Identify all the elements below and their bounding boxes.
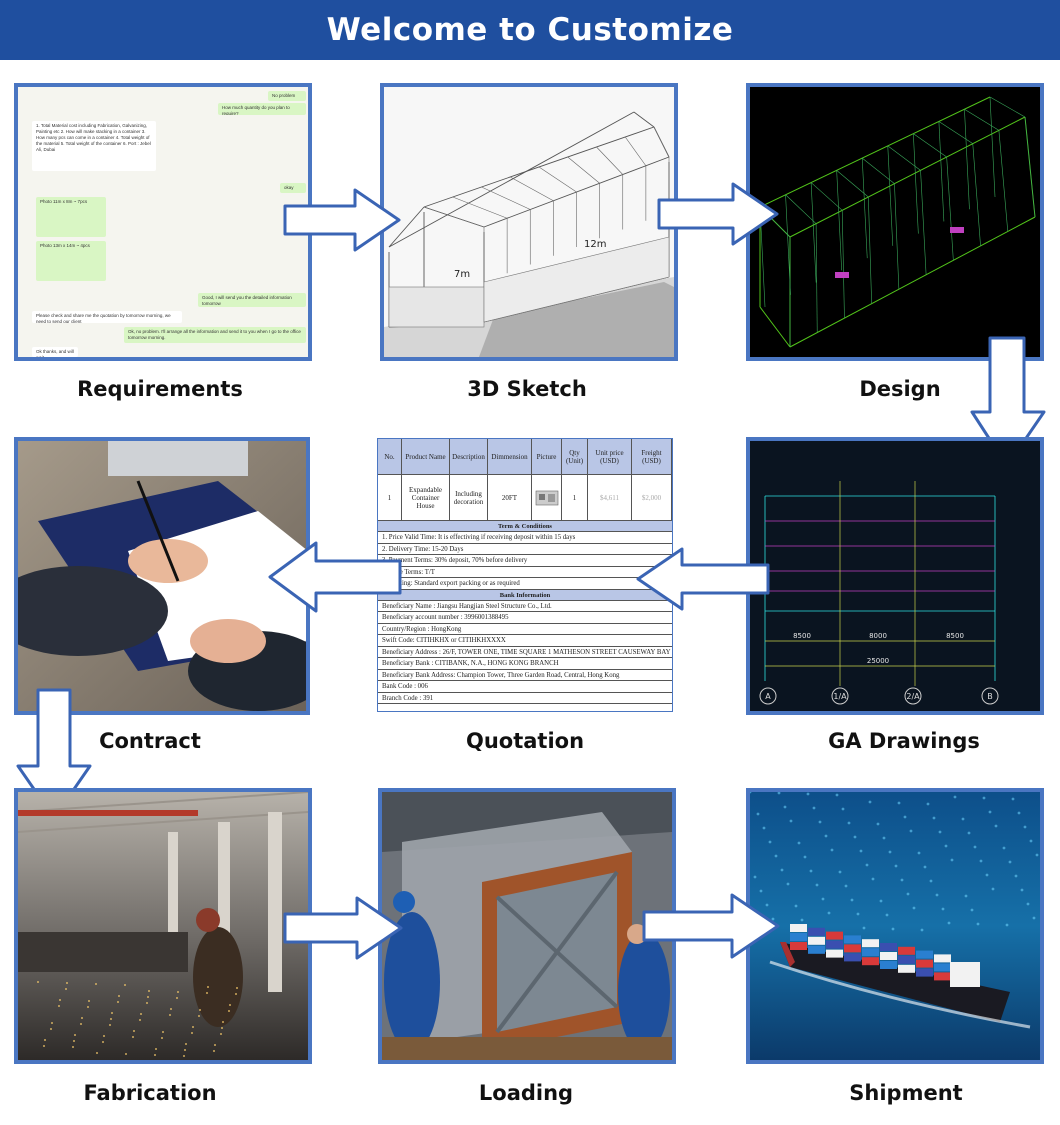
sketch-drawing: 12m 7m [384, 87, 674, 357]
step-label-design: Design [859, 377, 941, 401]
ga-axis-label: 2/A [906, 692, 920, 701]
bank-section-title: Bank Information [378, 589, 672, 601]
step-label-3d-sketch: 3D Sketch [467, 377, 587, 401]
chat-message: Ok, no problem. I'll arrange all the inf… [124, 327, 306, 343]
col-no: No. [378, 439, 402, 475]
quotation-table: No. Product Name Description Dimmension … [377, 438, 673, 712]
col-description: Description [450, 439, 488, 475]
requirements-image: No problem How much quantity do you plan… [14, 83, 312, 361]
sketch-width-label: 7m [454, 269, 470, 280]
ga-axis-label: 1/A [833, 692, 847, 701]
arrow-left-icon [636, 547, 770, 611]
bank-line: Beneficiary Name : Jiangsu Hangjian Stee… [378, 601, 672, 612]
arrow-right-icon [657, 182, 779, 246]
terms-line: 1. Price Valid Time: It is effectiving i… [378, 532, 672, 544]
bank-line: Branch Code : 391 [378, 693, 672, 704]
ga-dim-label: 8500 [946, 632, 964, 640]
chat-message: How much quantity do you plan to require… [218, 103, 306, 115]
container-house-thumbnail [535, 490, 558, 505]
terms-section-title: Term & Conditions [378, 521, 672, 532]
ga-drawings-image: A 1/A 2/A B 8500 8000 8500 25000 [746, 437, 1044, 715]
ga-axis-label: A [765, 692, 771, 701]
chat-message: Please check and share me the quotation … [32, 311, 182, 323]
chat-screenshot: No problem How much quantity do you plan… [18, 87, 308, 357]
cell-dimmension: 20FT [488, 475, 532, 521]
page-header: Welcome to Customize [0, 0, 1060, 60]
quotation-header-row: No. Product Name Description Dimmension … [378, 439, 672, 475]
ga-dim-label: 8000 [869, 632, 887, 640]
contract-photo [18, 441, 306, 711]
chat-message: No problem [268, 91, 306, 101]
ga-drawing: A 1/A 2/A B 8500 8000 8500 25000 [750, 441, 1040, 711]
fabrication-image [14, 788, 312, 1064]
sketch-length-label: 12m [584, 239, 606, 250]
cell-unit-price: $4,611 [588, 475, 632, 521]
3d-sketch-image: 12m 7m [380, 83, 678, 361]
terms-line: 3. Payment Terms: 30% deposit, 70% befor… [378, 555, 672, 567]
col-dimmension: Dimmension [488, 439, 532, 475]
bank-line: Beneficiary Address : 26/F, TOWER ONE, T… [378, 647, 672, 658]
col-product: Product Name [402, 439, 450, 475]
terms-list: 1. Price Valid Time: It is effectiving i… [378, 532, 672, 590]
cell-picture [532, 475, 562, 521]
loading-photo [382, 792, 672, 1060]
bank-line: Swift Code: CITIHKHX or CITIHKHXXXX [378, 635, 672, 647]
arrow-right-icon [283, 188, 401, 252]
col-picture: Picture [532, 439, 562, 475]
chat-message: Photo 11m x 8m ~ 7pcs [36, 197, 106, 237]
bank-line: Beneficiary Bank : CITIBANK, N.A., HONG … [378, 658, 672, 670]
terms-line: 4. Price Terms: T/T [378, 567, 672, 578]
col-unit-price: Unit price (USD) [588, 439, 632, 475]
cell-no: 1 [378, 475, 402, 521]
step-label-ga-drawings: GA Drawings [828, 729, 980, 753]
col-freight: Freight (USD) [632, 439, 672, 475]
page-title: Welcome to Customize [326, 12, 734, 48]
shipment-photo [750, 792, 1040, 1060]
contract-image [14, 437, 310, 715]
chat-message: Good, I will send you the detailed infor… [198, 293, 306, 307]
fabrication-photo [18, 792, 308, 1060]
loading-image [378, 788, 676, 1064]
col-qty: Qty (Unit) [562, 439, 588, 475]
terms-line: 5. Packing: Standard export packing or a… [378, 578, 672, 590]
ga-dim-label: 25000 [867, 657, 889, 665]
cell-qty: 1 [562, 475, 588, 521]
ga-axis-label: B [987, 692, 993, 701]
bank-line: Country/Region : HongKong [378, 624, 672, 635]
chat-message: Ok thanks, and will wait [32, 347, 78, 357]
bank-line: Bank Code : 006 [378, 681, 672, 693]
cell-description: Including decoration [450, 475, 488, 521]
bank-list: Beneficiary Name : Jiangsu Hangjian Stee… [378, 601, 672, 704]
terms-line: 2. Delivery Time: 15-20 Days [378, 544, 672, 555]
cell-freight: $2,000 [632, 475, 672, 521]
step-label-requirements: Requirements [77, 377, 243, 401]
quotation-item-row: 1 Expandable Container House Including d… [378, 475, 672, 521]
step-label-loading: Loading [478, 1081, 574, 1105]
shipment-image [746, 788, 1044, 1064]
design-image [746, 83, 1044, 361]
step-label-contract: Contract [99, 729, 201, 753]
ga-dim-label: 8500 [793, 632, 811, 640]
design-drawing [750, 87, 1040, 357]
cell-product: Expandable Container House [402, 475, 450, 521]
step-label-quotation: Quotation [465, 729, 585, 753]
arrow-left-icon [268, 541, 402, 613]
arrow-right-icon [642, 893, 780, 959]
step-label-shipment: Shipment [849, 1081, 963, 1105]
chat-message: okay [280, 183, 306, 193]
step-label-fabrication: Fabrication [83, 1081, 217, 1105]
bank-line: Beneficiary account number : 39960013884… [378, 612, 672, 624]
arrow-right-icon [283, 896, 403, 960]
bank-line: Beneficiary Bank Address: Champion Tower… [378, 670, 672, 681]
chat-message: 1. Total Material cost including Fabrica… [32, 121, 156, 171]
chat-message: Photo 13m x 14m ~ 4pcs [36, 241, 106, 281]
